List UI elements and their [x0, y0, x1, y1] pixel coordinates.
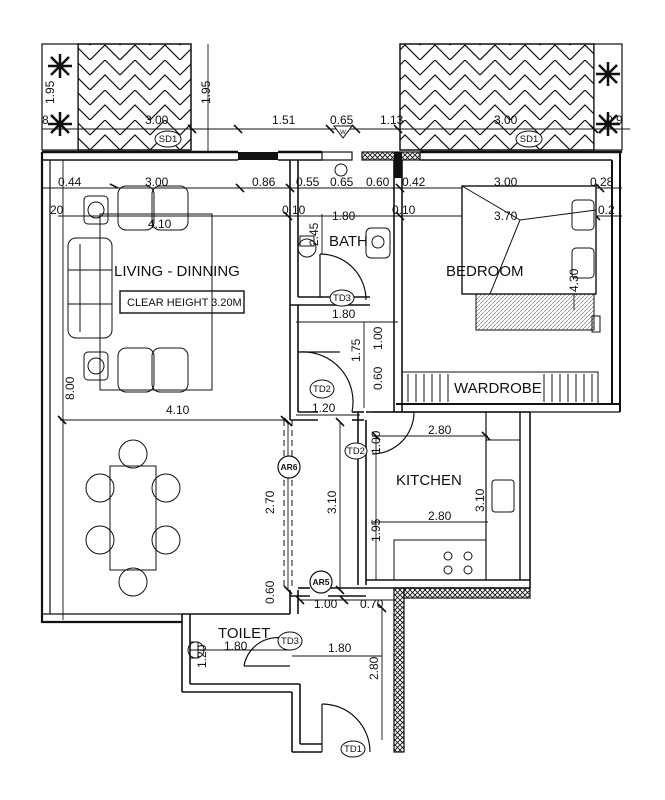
clear-height-label: CLEAR HEIGHT 3.20M — [127, 297, 242, 309]
doors — [243, 253, 415, 753]
walls — [40, 150, 622, 753]
dim-r2-055: 0.55 — [296, 175, 320, 189]
dim-top-300-left: 3.00 — [145, 113, 169, 127]
dim-r2-060: 0.60 — [366, 175, 390, 189]
dimension-ticks — [57, 124, 605, 613]
dim-toilet-180: 1.80 — [224, 639, 248, 653]
tag-w1: W — [340, 130, 346, 136]
dim-hall-310: 3.10 — [325, 490, 339, 514]
dim-bottom-100: 1.00 — [314, 597, 338, 611]
dim-r3-180: 1.80 — [332, 209, 356, 223]
living-furniture — [67, 185, 213, 597]
dim-top-090: 0.9 — [606, 113, 623, 127]
dim-r3-010b: 0.10 — [392, 203, 416, 217]
dim-r3-02: 0.2 — [598, 203, 615, 217]
dim-top-065: 0.65 — [330, 113, 354, 127]
clear-height-box — [119, 290, 245, 314]
dim-entry-280: 2.80 — [367, 656, 381, 680]
dim-r2-042: 0.42 — [402, 175, 426, 189]
wardrobe-lines — [407, 374, 593, 402]
dim-living-800: 8.00 — [63, 376, 77, 400]
dim-r2-086: 0.86 — [252, 175, 276, 189]
tag-td2-living: TD2 — [313, 384, 331, 395]
toilet-fixtures — [187, 641, 205, 659]
tag-sd1-right-ring — [515, 130, 543, 148]
bedroom-furniture — [401, 185, 601, 405]
kitchen-counter — [393, 439, 521, 581]
dim-top-113: 1.13 — [380, 113, 404, 127]
tag-td3-bath: TD3 — [333, 293, 351, 304]
tag-ar6-ring — [277, 455, 301, 479]
dim-r3-410: 4.10 — [148, 217, 172, 231]
dim-hall-180: 1.80 — [332, 307, 356, 321]
tag-td2-kitchen: TD2 — [347, 446, 365, 457]
dim-bath-245: 2.45 — [307, 222, 321, 246]
room-label-toilet: TOILET — [218, 625, 270, 642]
tag-ar5-bottom: AR5 — [312, 577, 329, 587]
dim-hall-175: 1.75 — [349, 338, 363, 362]
dim-living-060: 0.60 — [263, 580, 277, 604]
tag-sd1-right: SD1 — [520, 134, 538, 145]
dim-hall-120: 1.20 — [312, 401, 336, 415]
dim-living-270: 2.70 — [263, 490, 277, 514]
dim-toilet-120: 1.20 — [195, 644, 209, 668]
room-label-kitchen: KITCHEN — [396, 472, 462, 489]
window-marker — [333, 125, 353, 139]
tag-td3-toilet: TD3 — [281, 636, 299, 647]
dim-entry-180: 1.80 — [328, 641, 352, 655]
dim-top-151: 1.51 — [272, 113, 296, 127]
room-label-bath: BATH — [329, 233, 368, 250]
structural-wall-hatch — [238, 151, 531, 753]
dim-r2-065: 0.65 — [330, 175, 354, 189]
dim-kitchen-280b: 2.80 — [428, 509, 452, 523]
tag-ar6-top: AR6 — [280, 462, 297, 472]
dim-r2-028: 0.28 — [590, 175, 614, 189]
dim-bottom-070: 0.70 — [360, 597, 384, 611]
tag-td3-bath-ring — [329, 289, 355, 307]
dim-top-195-left: 1.95 — [43, 80, 57, 104]
tag-sd1-left-ring — [154, 130, 182, 148]
dim-r2-300-right: 3.00 — [494, 175, 518, 189]
dim-hall-060: 0.60 — [371, 366, 385, 390]
tag-td2-kitchen-ring — [344, 442, 368, 460]
bath-fixtures — [297, 163, 391, 259]
tag-td1-ring — [340, 740, 366, 758]
dim-kitchen-195: 1.95 — [369, 518, 383, 542]
dim-top-195-right: 1.95 — [199, 80, 213, 104]
dim-kitchen-280a: 2.80 — [428, 423, 452, 437]
dimension-labels: 1.95 1.95 3.00 1.51 0.65 1.13 3.00 0.9 8… — [42, 80, 623, 680]
dashed-partition — [283, 420, 293, 590]
balcony-right — [399, 43, 623, 151]
dim-r2-300-left: 3.00 — [145, 175, 169, 189]
dim-living-410: 4.10 — [166, 403, 190, 417]
dim-r3-010a: 0.10 — [282, 203, 306, 217]
dim-r2-044: 0.44 — [58, 175, 82, 189]
dim-r3-20: 20 — [50, 203, 64, 217]
tag-ar5-ring — [309, 570, 333, 594]
tag-td1: TD1 — [344, 744, 362, 755]
dim-bed-430: 4.30 — [567, 268, 581, 292]
tag-td2-living-ring — [309, 379, 335, 399]
dim-left-edge-8: 8 — [42, 113, 49, 127]
room-label-wardrobe: WARDROBE — [454, 380, 542, 397]
balcony-left — [41, 43, 192, 151]
dim-top-300-right: 3.00 — [494, 113, 518, 127]
tag-td3-toilet-ring — [277, 631, 303, 651]
dim-r3-370: 3.70 — [494, 209, 518, 223]
dim-kitchen-310: 3.10 — [473, 488, 487, 512]
room-label-bedroom: BEDROOM — [446, 263, 524, 280]
dim-kitchen-100: 1.00 — [369, 430, 383, 454]
tag-sd1-left: SD1 — [159, 134, 177, 145]
dim-hall-100: 1.00 — [371, 326, 385, 350]
room-label-living: LIVING - DINNING — [114, 263, 240, 280]
